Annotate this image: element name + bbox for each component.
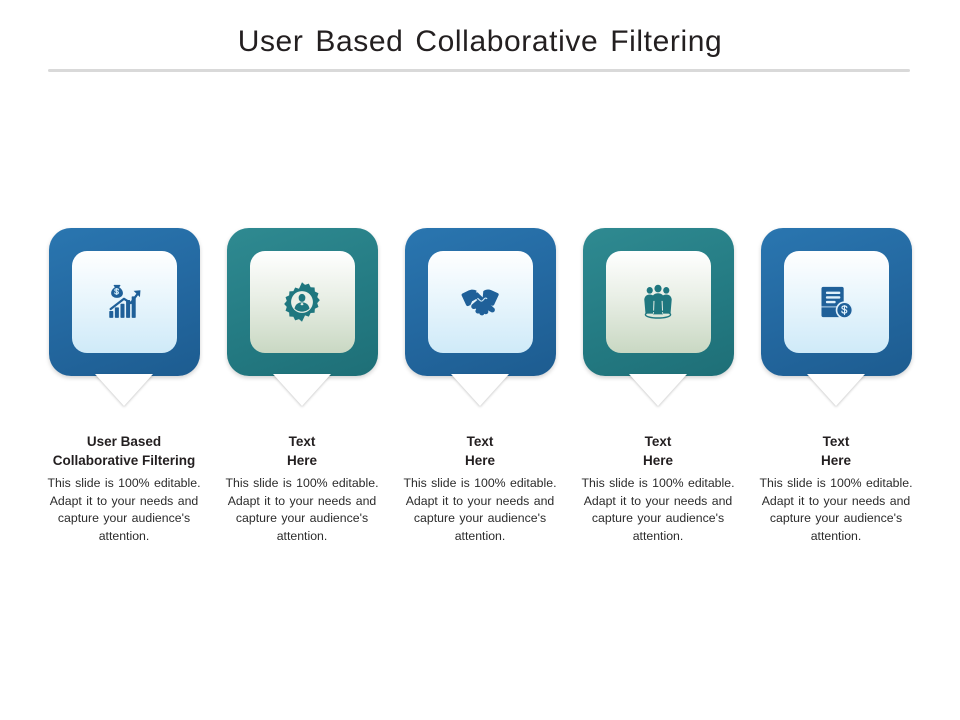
- pin-marker-2[interactable]: [226, 228, 378, 406]
- feature-cards-row: User Based Collaborative Filtering This …: [0, 228, 960, 648]
- pin-inner-1: [71, 251, 177, 353]
- feature-card-1[interactable]: User Based Collaborative Filtering This …: [47, 228, 201, 545]
- handshake-icon: [461, 289, 499, 316]
- pin-marker-3[interactable]: [404, 228, 556, 406]
- card-body-3: This slide is 100% editable. Adapt it to…: [403, 476, 557, 543]
- money-bag-growth-chart-icon: [109, 284, 141, 318]
- pin-inner-4: [605, 251, 711, 353]
- card-heading-1: User Based Collaborative Filtering: [52, 434, 196, 469]
- card-heading-5: Text Here: [820, 434, 852, 469]
- feature-card-3[interactable]: Text Here This slide is 100% editable. A…: [403, 228, 557, 545]
- card-text-5: Text Here This slide is 100% editable. A…: [756, 432, 916, 545]
- pin-inner-5: [783, 251, 889, 353]
- card-body-5: This slide is 100% editable. Adapt it to…: [759, 476, 913, 543]
- card-heading-3: Text Here: [464, 434, 496, 469]
- card-body-4: This slide is 100% editable. Adapt it to…: [581, 476, 735, 543]
- pin-tail-1: [95, 374, 153, 406]
- pin-inner-3: [427, 251, 533, 353]
- gear-person-settings-icon: [284, 282, 320, 322]
- page-title: User Based Collaborative Filtering: [237, 25, 723, 58]
- card-body-1: This slide is 100% editable. Adapt it to…: [47, 476, 201, 543]
- pin-tail-5: [807, 374, 865, 406]
- pin-marker-4[interactable]: [582, 228, 734, 406]
- title-divider: [48, 69, 910, 72]
- card-text-2: Text Here This slide is 100% editable. A…: [222, 432, 382, 545]
- card-text-3: Text Here This slide is 100% editable. A…: [400, 432, 560, 545]
- feature-card-2[interactable]: Text Here This slide is 100% editable. A…: [225, 228, 379, 545]
- pin-marker-5[interactable]: [760, 228, 912, 406]
- pin-tail-2: [273, 374, 331, 406]
- card-body-2: This slide is 100% editable. Adapt it to…: [225, 476, 379, 543]
- document-invoice-dollar-icon: [821, 286, 854, 319]
- pin-inner-2: [249, 251, 355, 353]
- pin-marker-1[interactable]: [48, 228, 200, 406]
- pin-tail-4: [629, 374, 687, 406]
- card-text-1: User Based Collaborative Filtering This …: [36, 432, 212, 545]
- feature-card-4[interactable]: Text Here This slide is 100% editable. A…: [581, 228, 735, 545]
- card-heading-4: Text Here: [642, 434, 674, 469]
- team-group-people-icon: [644, 284, 672, 319]
- card-heading-2: Text Here: [286, 434, 318, 469]
- pin-tail-3: [451, 374, 509, 406]
- feature-card-5[interactable]: Text Here This slide is 100% editable. A…: [759, 228, 913, 545]
- card-text-4: Text Here This slide is 100% editable. A…: [578, 432, 738, 545]
